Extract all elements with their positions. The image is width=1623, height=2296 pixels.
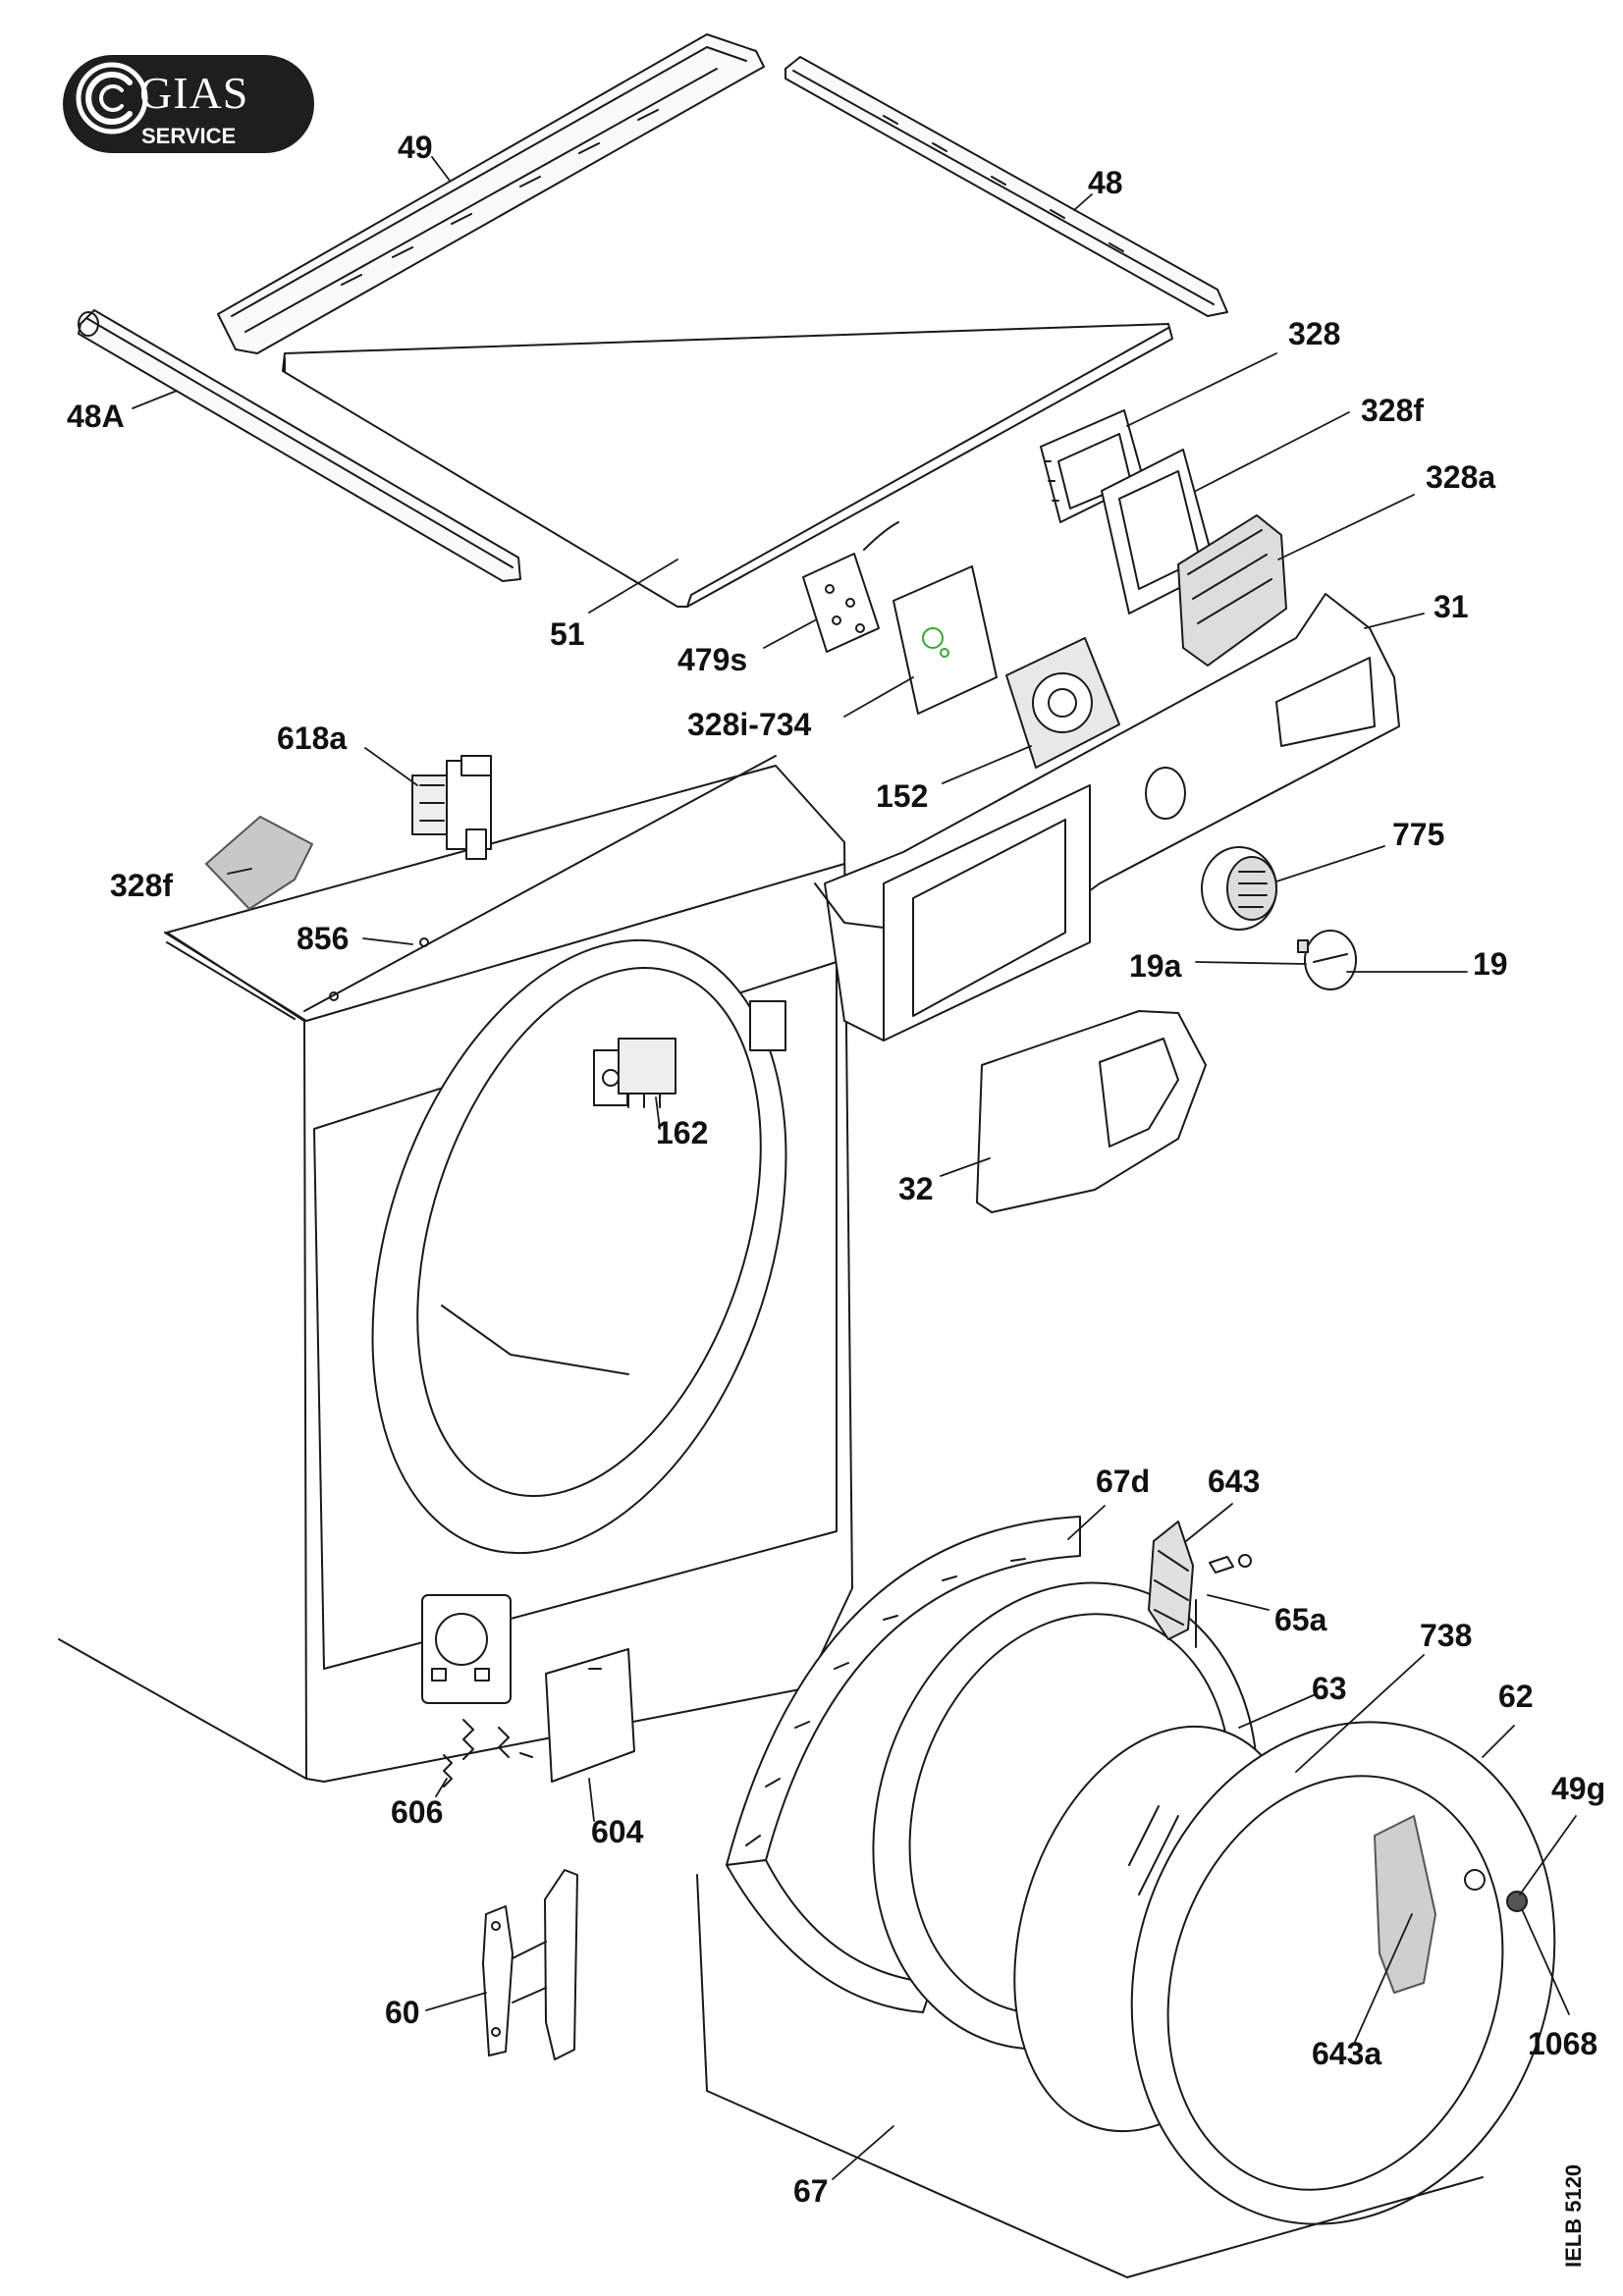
gias-service-logo: GIAS SERVICE (63, 55, 314, 153)
callout-152: 152 (876, 778, 929, 814)
callout-60: 60 (385, 1995, 420, 2030)
callout-32: 32 (898, 1171, 934, 1206)
door-hinge-part-60 (482, 1869, 578, 2060)
callout-328a: 328a (1426, 459, 1496, 495)
callout-162: 162 (656, 1115, 709, 1150)
filter-housing (421, 1594, 512, 1704)
hinge-pins-part-65a (1195, 1554, 1252, 1648)
callout-738: 738 (1420, 1618, 1473, 1653)
drawing-code: IELB 5120 (1561, 2163, 1586, 2268)
callout-48a: 48A (67, 399, 125, 434)
callout-65a: 65a (1274, 1602, 1327, 1637)
side-trim-part-48 (784, 56, 1228, 317)
callout-618a: 618a (277, 721, 348, 756)
control-module-part-328a (1177, 514, 1287, 667)
door-assembly-plane-67 (696, 1874, 1484, 2278)
callout-643a: 643a (1312, 2036, 1382, 2071)
callout-31: 31 (1434, 589, 1469, 624)
door-seal-part-643a (1374, 1815, 1436, 1994)
logo-tagline: SERVICE (141, 124, 237, 148)
gias-logo-badge (63, 55, 314, 153)
logo-brand: GIAS (139, 68, 249, 118)
callout-328i-734: 328i-734 (687, 707, 812, 742)
cabinet-door-opening (371, 938, 787, 1555)
callout-62: 62 (1498, 1679, 1534, 1714)
callout-604: 604 (591, 1814, 644, 1849)
door-liner-part-67d (726, 1516, 1081, 2013)
control-panel-part-31 (814, 593, 1400, 1041)
callout-48: 48 (1088, 165, 1123, 200)
callout-49: 49 (398, 130, 433, 165)
callout-328: 328 (1288, 316, 1341, 351)
top-panel-part-51 (282, 323, 1173, 608)
knob-cap-part-19 (1297, 930, 1357, 990)
insulation-sheet-part-328f (205, 816, 313, 910)
callout-51: 51 (550, 616, 585, 652)
callout-606: 606 (391, 1794, 444, 1830)
callout-479s: 479s (677, 642, 748, 677)
key-foil-part-328i-734 (893, 565, 998, 715)
springs-part-606 (443, 1719, 533, 1788)
callout-67d: 67d (1096, 1464, 1151, 1499)
filter-cover-part-604 (545, 1648, 635, 1783)
program-knob-part-775 (1201, 846, 1277, 931)
callout-643: 643 (1208, 1464, 1261, 1499)
callout-67: 67 (793, 2173, 829, 2209)
drawer-front-part-32 (976, 1010, 1207, 1213)
door-switch-part-162 (593, 1038, 676, 1108)
front-trim-part-48a (78, 309, 521, 582)
callout-19: 19 (1473, 946, 1508, 982)
leader-lines (132, 156, 1577, 2180)
top-rail-part-856 (303, 755, 777, 1012)
callout-328f-left: 328f (110, 868, 174, 903)
callout-1068: 1068 (1528, 2026, 1598, 2061)
outer-door-part-62 (1130, 1721, 1556, 2225)
callout-19a: 19a (1129, 948, 1182, 984)
callout-49g: 49g (1551, 1771, 1606, 1806)
rear-trim-part-49 (217, 33, 765, 354)
door-lock-part-618a (411, 755, 492, 860)
key-board-part-479s (802, 521, 899, 653)
callout-328f-top: 328f (1361, 393, 1425, 428)
hinge-cover-part-643 (1148, 1521, 1194, 1640)
callout-63: 63 (1312, 1671, 1347, 1706)
selector-board-part-152 (1005, 637, 1120, 769)
callout-775: 775 (1392, 817, 1445, 852)
callout-856: 856 (297, 921, 350, 956)
